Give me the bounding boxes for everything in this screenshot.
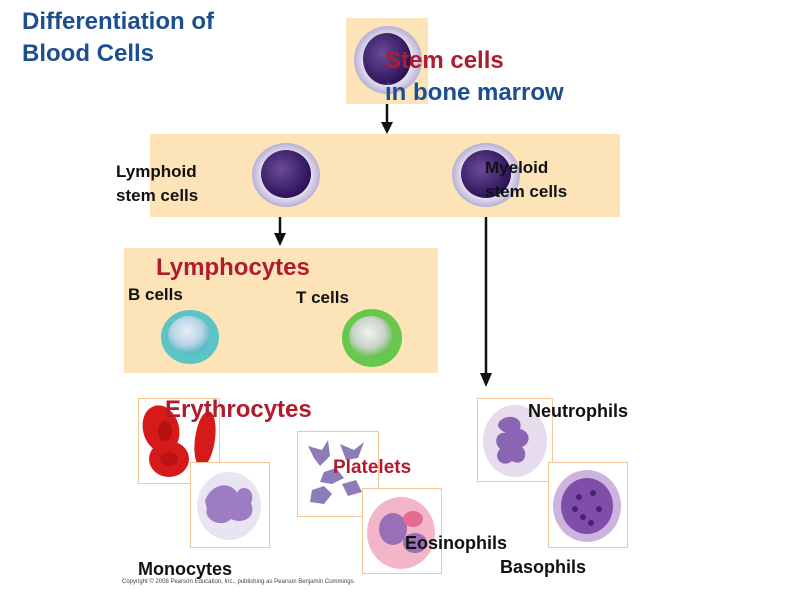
arrow-myeloid-down [480,217,492,387]
eosinophil-photo [362,488,442,574]
myeloid-stem-cell-icon [452,143,520,207]
in-bone-marrow-text: in bone marrow [385,79,564,106]
monocytes-label: Monocytes [138,559,233,579]
lymphoid-stem-cells-label: Lymphoid stem cells [116,162,199,205]
arrow-stem-down [381,104,393,134]
erythrocytes-photo [138,398,220,484]
erythrocytes-label: Erythrocytes [165,396,312,423]
monocyte-photo [190,462,270,548]
b-cell-icon [161,310,219,364]
eosinophils-label: Eosinophils [405,533,508,553]
stem-cell-label: Stem cells in bone marrow [385,45,564,109]
eosinophil-icon [367,497,435,569]
arrow-lymphoid-down [274,217,286,246]
basophils-label: Basophils [500,557,587,577]
neutrophil-photo [477,398,553,482]
page-title: Differentiation of Blood Cells [22,8,214,67]
b-cells-label: B cells [128,285,183,304]
t-cell-icon [342,309,402,367]
platelet-icon [308,440,364,504]
copyright-text: Copyright © 2008 Pearson Education, Inc.… [122,579,356,585]
t-cells-label: T cells [296,288,349,307]
neutrophils-label: Neutrophils [528,401,629,421]
myeloid-stem-cells-label: Myeloid stem cells [485,158,568,201]
lymphocytes-heading: Lymphocytes [156,254,310,281]
lymphoid-stem-cell-icon [252,143,320,207]
monocyte-icon [197,472,261,540]
stem-cells-text: Stem cells [385,47,504,74]
progenitor-panel [150,134,620,217]
basophil-icon [553,470,621,542]
red-blood-cell-icon [142,405,216,477]
platelets-label: Platelets [333,457,412,478]
neutrophil-icon [483,405,547,477]
stem-cell-icon [354,26,422,94]
basophil-photo [548,462,628,548]
